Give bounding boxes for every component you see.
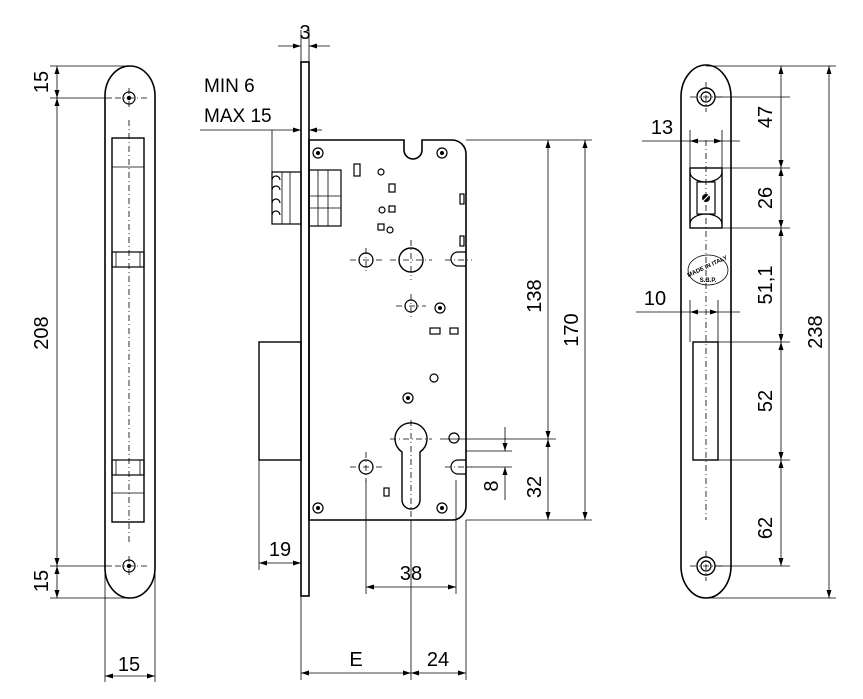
stamp-line2: S.B.P. <box>700 278 717 284</box>
dim-right-51-1: 51,1 <box>755 266 777 305</box>
deadbolt-opening <box>692 341 719 461</box>
sbp-stamp-logo: MADE IN ITALY S.B.P. <box>687 254 729 286</box>
dim-8: 8 <box>481 480 503 491</box>
dim-min-6: MIN 6 <box>204 76 255 97</box>
latch-housing <box>308 169 342 227</box>
left-faceplate-view: 15 208 15 15 <box>31 65 156 682</box>
dim-thickness-3: 3 <box>299 22 310 44</box>
dim-height-170: 170 <box>561 313 583 346</box>
deadbolt-block <box>258 341 302 461</box>
right-faceplate-view: MADE IN ITALY S.B.P. 13 10 <box>636 64 836 599</box>
dim-right-238: 238 <box>805 315 827 348</box>
left-faceplate-outline <box>104 65 156 599</box>
dim-backset-19: 19 <box>269 539 291 561</box>
dim-right-10: 10 <box>644 288 666 310</box>
dim-left-208: 208 <box>31 316 53 349</box>
dim-left-bottom-15: 15 <box>31 570 53 592</box>
left-bolt-slot <box>111 459 145 476</box>
latch-opening <box>689 167 723 229</box>
dim-left-top-15: 15 <box>31 71 53 93</box>
lock-front-plate <box>300 61 310 597</box>
dim-right-52: 52 <box>755 390 777 412</box>
stamp-line1: MADE IN ITALY <box>687 255 729 279</box>
latch-bolt <box>271 171 302 225</box>
left-case-outline <box>111 137 145 523</box>
dim-32: 32 <box>524 476 546 498</box>
lock-case-outline <box>308 139 467 521</box>
left-latch-slot <box>111 251 145 268</box>
dim-height-138: 138 <box>524 279 546 312</box>
dim-left-width-15: 15 <box>118 654 140 676</box>
dim-max-15: MAX 15 <box>204 106 272 127</box>
lock-body-view: 3 MIN 6 MAX 15 19 138 170 32 <box>200 22 592 680</box>
dim-E: E <box>349 649 362 671</box>
dim-right-47: 47 <box>755 106 777 128</box>
dim-right-62: 62 <box>755 517 777 539</box>
cylinder-cutout <box>394 422 428 510</box>
dim-right-13: 13 <box>651 117 673 139</box>
dim-24: 24 <box>427 649 449 671</box>
case-screws <box>312 147 448 514</box>
dim-right-26: 26 <box>755 187 777 209</box>
